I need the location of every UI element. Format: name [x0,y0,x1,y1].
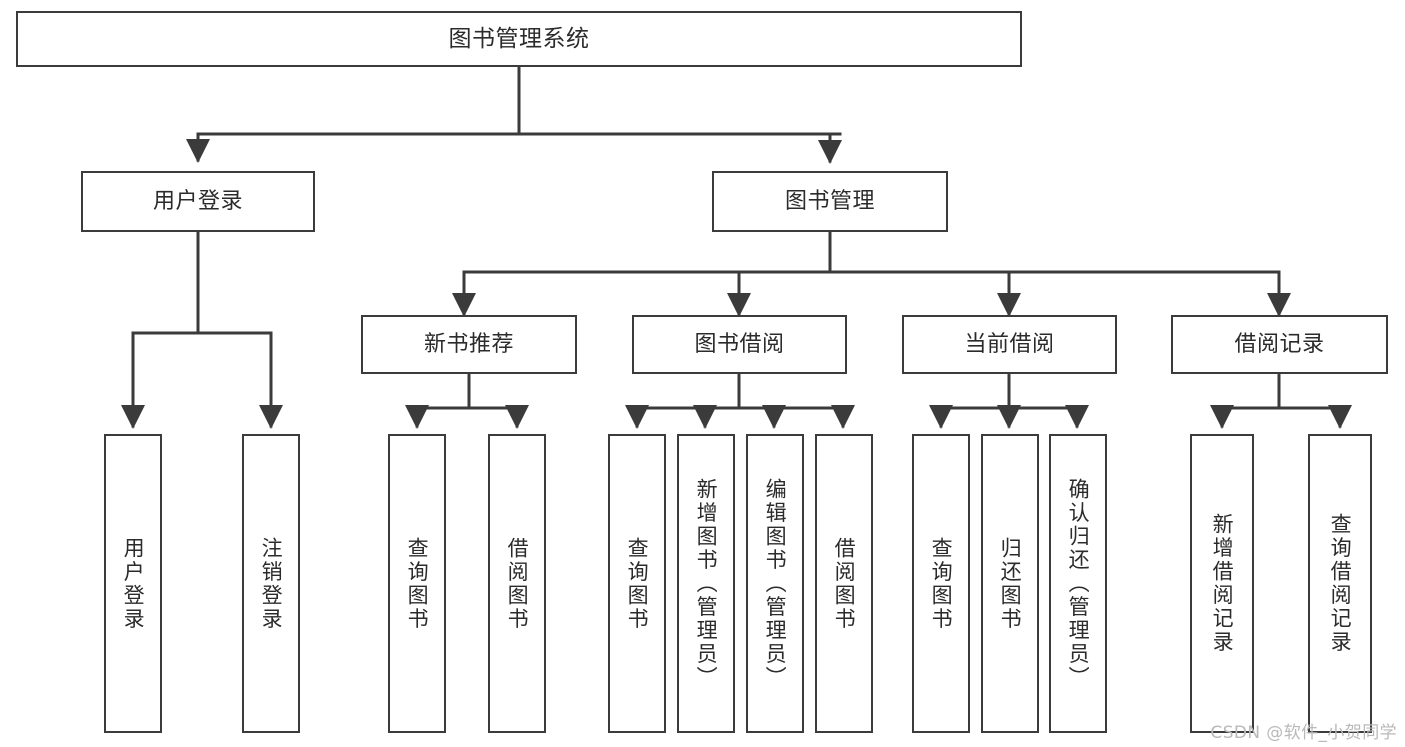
node-leaf-confirm-return[interactable]: 确认归还（管理员） [1049,434,1107,733]
node-user-login[interactable]: 用户登录 [81,171,315,232]
node-current-borrow-label: 当前借阅 [964,331,1055,357]
node-book-borrow[interactable]: 图书借阅 [632,315,847,374]
node-new-book-recommend-label: 新书推荐 [423,331,514,357]
node-leaf-borrow-book-2[interactable]: 借阅图书 [815,434,873,733]
node-root-label: 图书管理系统 [448,25,590,52]
node-leaf-logout-label: 注销登录 [259,536,284,631]
node-leaf-return-book[interactable]: 归还图书 [981,434,1039,733]
node-leaf-borrow-book-2-label: 借阅图书 [832,536,857,631]
node-leaf-add-book[interactable]: 新增图书（管理员） [677,434,735,733]
node-leaf-add-record[interactable]: 新增借阅记录 [1190,434,1254,733]
node-borrow-record[interactable]: 借阅记录 [1171,315,1388,374]
node-leaf-query-book-2-label: 查询图书 [625,536,650,631]
node-leaf-edit-book-label: 编辑图书（管理员） [763,477,788,690]
node-book-manage-label: 图书管理 [784,188,875,214]
node-leaf-user-login-label: 用户登录 [121,536,146,631]
csdn-watermark: CSDN @软件_小贺同学 [1210,723,1397,743]
node-leaf-borrow-book-1-label: 借阅图书 [505,536,530,631]
node-leaf-query-book-3-label: 查询图书 [929,536,954,631]
node-leaf-edit-book[interactable]: 编辑图书（管理员） [746,434,804,733]
node-leaf-user-login[interactable]: 用户登录 [104,434,162,733]
node-leaf-borrow-book-1[interactable]: 借阅图书 [488,434,546,733]
node-book-borrow-label: 图书借阅 [694,331,785,357]
node-current-borrow[interactable]: 当前借阅 [902,315,1117,374]
node-leaf-query-record-label: 查询借阅记录 [1328,513,1353,654]
node-new-book-recommend[interactable]: 新书推荐 [361,315,577,374]
node-leaf-query-book-1-label: 查询图书 [405,536,430,631]
node-root[interactable]: 图书管理系统 [16,11,1022,67]
node-leaf-add-book-label: 新增图书（管理员） [694,477,719,690]
node-leaf-logout[interactable]: 注销登录 [242,434,300,733]
node-book-manage[interactable]: 图书管理 [712,171,948,232]
node-leaf-query-book-2[interactable]: 查询图书 [608,434,666,733]
node-borrow-record-label: 借阅记录 [1234,331,1325,357]
node-leaf-confirm-return-label: 确认归还（管理员） [1066,477,1091,690]
node-leaf-add-record-label: 新增借阅记录 [1210,513,1235,654]
node-user-login-label: 用户登录 [152,188,243,214]
node-leaf-return-book-label: 归还图书 [998,536,1023,631]
node-leaf-query-book-3[interactable]: 查询图书 [912,434,970,733]
node-leaf-query-book-1[interactable]: 查询图书 [388,434,446,733]
node-leaf-query-record[interactable]: 查询借阅记录 [1308,434,1372,733]
